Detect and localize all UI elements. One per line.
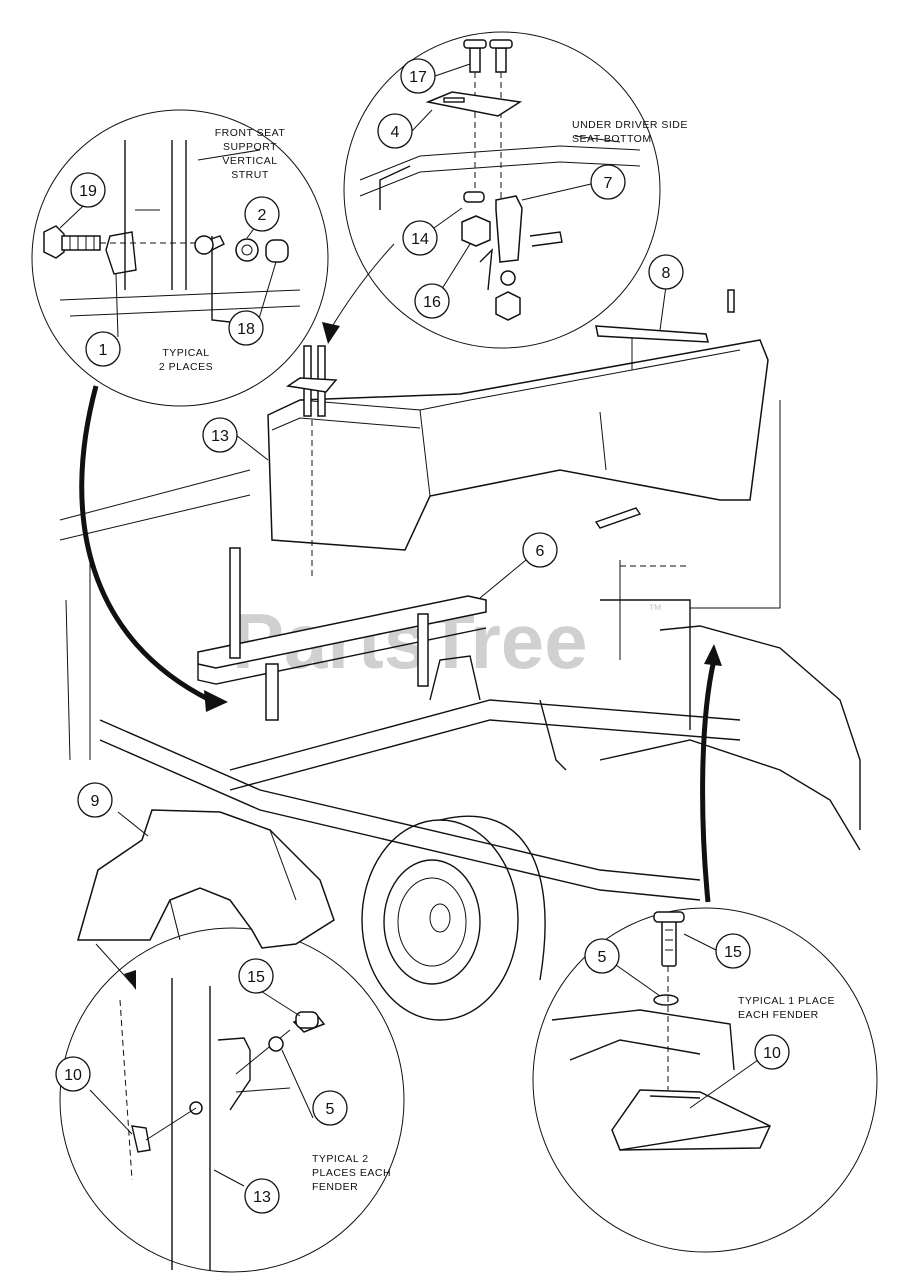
callout-2: 2	[244, 196, 280, 232]
svg-text:UNDER DRIVER SIDE: UNDER DRIVER SIDE	[572, 119, 688, 131]
svg-text:TYPICAL 2: TYPICAL 2	[312, 1153, 369, 1165]
svg-text:15: 15	[724, 944, 742, 961]
callout-13: 13	[202, 417, 238, 453]
svg-text:14: 14	[411, 231, 429, 248]
callout-10: 10	[754, 1034, 790, 1070]
svg-text:15: 15	[247, 969, 265, 986]
svg-text:8: 8	[662, 265, 671, 282]
callout-8: 8	[648, 254, 684, 290]
note-typical-2-places-fender: TYPICAL 2 PLACES EACH FENDER	[312, 1153, 391, 1193]
svg-text:9: 9	[91, 793, 100, 810]
svg-text:1: 1	[99, 342, 108, 359]
callout-5: 5	[312, 1090, 348, 1126]
main-assembly-drawing	[59, 289, 861, 1021]
detail-circle-fender-mount	[532, 907, 878, 1253]
callout-15: 15	[238, 958, 274, 994]
detail-fender-side-drawing	[119, 978, 326, 1270]
callout-19: 19	[70, 172, 106, 208]
svg-text:5: 5	[326, 1101, 335, 1118]
note-typical-2-places: TYPICAL 2 PLACES	[159, 347, 213, 373]
svg-text:TYPICAL 1 PLACE: TYPICAL 1 PLACE	[738, 995, 835, 1007]
trademark: ™	[648, 601, 662, 617]
callout-5: 5	[584, 938, 620, 974]
note-typical-1-place: TYPICAL 1 PLACE EACH FENDER	[738, 995, 835, 1021]
svg-text:TYPICAL: TYPICAL	[162, 347, 209, 359]
svg-text:VERTICAL: VERTICAL	[222, 155, 277, 167]
callout-17: 17	[400, 58, 436, 94]
svg-text:4: 4	[391, 124, 400, 141]
svg-text:13: 13	[211, 428, 229, 445]
svg-text:18: 18	[237, 321, 255, 338]
svg-text:16: 16	[423, 294, 441, 311]
detail-seat-bottom-drawing	[359, 39, 641, 321]
svg-text:13: 13	[253, 1189, 271, 1206]
detail-circle-seat-bottom	[343, 31, 661, 349]
svg-text:PLACES EACH: PLACES EACH	[312, 1167, 391, 1179]
callout-7: 7	[590, 164, 626, 200]
detail-circle-fender-side	[59, 927, 405, 1273]
svg-text:6: 6	[536, 543, 545, 560]
svg-text:FENDER: FENDER	[312, 1181, 358, 1193]
callout-15: 15	[715, 933, 751, 969]
svg-text:10: 10	[64, 1067, 82, 1084]
callout-4: 4	[377, 113, 413, 149]
svg-text:SEAT BOTTOM: SEAT BOTTOM	[572, 133, 652, 145]
svg-text:SUPPORT: SUPPORT	[223, 141, 277, 153]
callout-9: 9	[77, 782, 113, 818]
detail-fender-mount-drawing	[551, 911, 771, 1151]
callout-18: 18	[228, 310, 264, 346]
note-under-driver-side: UNDER DRIVER SIDE SEAT BOTTOM	[572, 119, 688, 145]
callout-13: 13	[244, 1178, 280, 1214]
detail-circle-seat-strut	[31, 109, 329, 407]
svg-text:STRUT: STRUT	[231, 169, 269, 181]
svg-text:2: 2	[258, 207, 267, 224]
svg-text:7: 7	[604, 175, 613, 192]
callout-16: 16	[414, 283, 450, 319]
svg-text:FRONT SEAT: FRONT SEAT	[215, 127, 286, 139]
leader-arrows	[79, 243, 722, 990]
callout-10: 10	[55, 1056, 91, 1092]
svg-text:10: 10	[763, 1045, 781, 1062]
detail-seat-strut-drawing	[43, 140, 301, 323]
svg-text:19: 19	[79, 183, 97, 200]
svg-text:5: 5	[598, 949, 607, 966]
note-front-seat-strut: FRONT SEAT SUPPORT VERTICAL STRUT	[215, 127, 286, 181]
callout-1: 1	[85, 331, 121, 367]
svg-text:2 PLACES: 2 PLACES	[159, 361, 213, 373]
callout-6: 6	[522, 532, 558, 568]
svg-text:EACH FENDER: EACH FENDER	[738, 1009, 819, 1021]
callout-14: 14	[402, 220, 438, 256]
svg-text:17: 17	[409, 69, 427, 86]
